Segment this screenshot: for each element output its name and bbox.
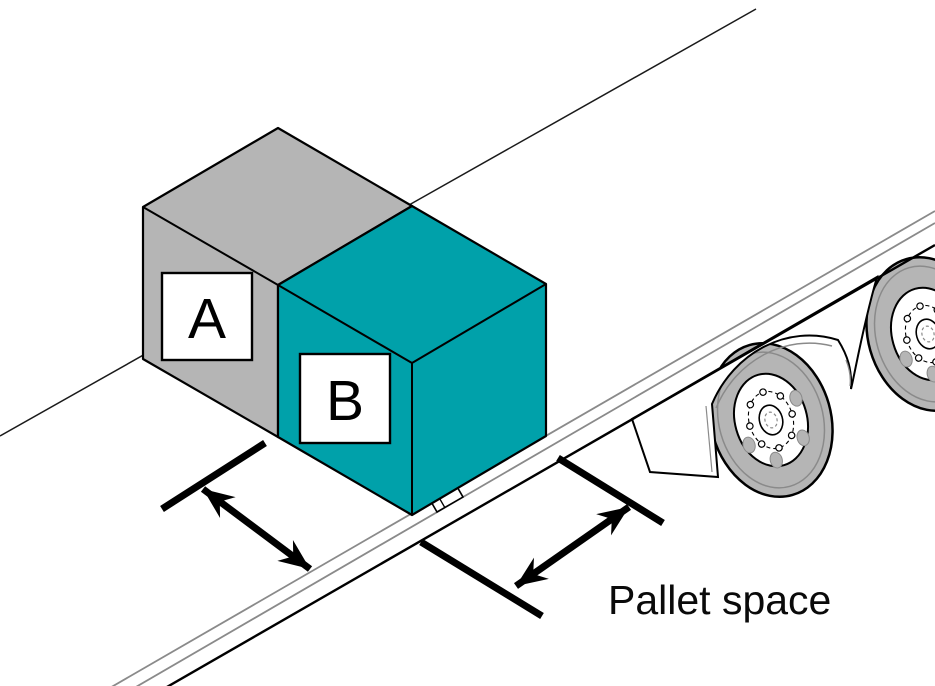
label-plate-b	[298, 352, 392, 445]
rail-inner-line	[135, 222, 935, 686]
pallet-space-label: Pallet space	[608, 577, 831, 623]
wheel-icon	[690, 327, 852, 513]
dimension-tick	[556, 455, 665, 526]
fender-inner-line	[845, 359, 852, 387]
dimension-tick	[160, 440, 267, 512]
mudflap-edge-line	[705, 405, 713, 473]
rail-bottom-line	[166, 243, 935, 686]
box-b-label: B	[326, 369, 364, 433]
fender-inner-line	[715, 342, 833, 409]
box-b-fold-line	[411, 283, 547, 364]
box-a-fold-line	[142, 206, 279, 286]
label-plate-a	[160, 271, 254, 362]
fender-shape	[630, 274, 879, 479]
dimension-arrow-right	[513, 504, 632, 589]
box-a-label: A	[188, 287, 226, 351]
dimension-arrow-left	[200, 486, 313, 572]
box-b-fold-line	[277, 284, 413, 364]
dimension-tick	[419, 539, 544, 619]
